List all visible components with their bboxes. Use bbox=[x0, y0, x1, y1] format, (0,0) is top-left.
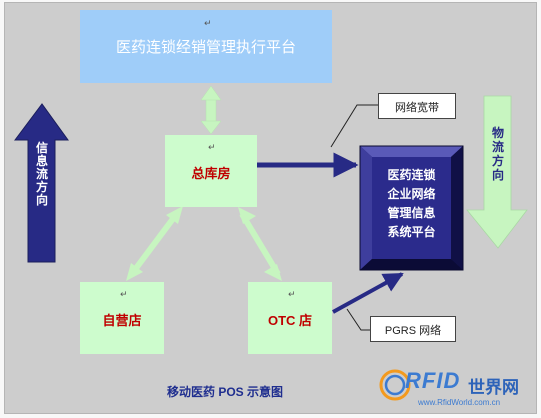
material-flow-char: 物 bbox=[491, 126, 504, 140]
callout-leader-broadband bbox=[330, 104, 378, 148]
otc-store-label: OTC 店 bbox=[267, 313, 313, 328]
callout-gprs: PGRS 网络 bbox=[370, 316, 456, 342]
erp-label: 医药连锁 企业网络 管理信息 系统平台 bbox=[372, 166, 451, 242]
rfid-logo-url: www.RfidWorld.com.cn bbox=[418, 398, 501, 407]
info-flow-label: 信 息 流 方 向 bbox=[33, 142, 51, 207]
material-flow-arrow bbox=[466, 95, 528, 249]
arrow-platform-hq bbox=[200, 85, 222, 135]
material-flow-char: 方 bbox=[491, 154, 504, 168]
otc-store-node: ↵ OTC 店 bbox=[248, 282, 332, 354]
diagram-caption: 移动医药 POS 示意图 bbox=[166, 385, 283, 399]
callout-gprs-label: PGRS 网络 bbox=[384, 325, 442, 337]
rfid-logo-letters: RFID bbox=[405, 368, 461, 393]
callout-broadband: 网络宽带 bbox=[378, 93, 456, 119]
erp-label-line: 医药连锁 bbox=[387, 168, 436, 182]
arrow-hq-self-store bbox=[126, 206, 183, 281]
platform-label: 医药连锁经销管理执行平台 bbox=[115, 39, 296, 56]
info-flow-char: 向 bbox=[35, 193, 48, 207]
info-flow-arrow bbox=[14, 103, 69, 263]
platform-box: ↵ 医药连锁经销管理执行平台 bbox=[80, 10, 332, 83]
rfid-logo-brand: 世界网 bbox=[468, 378, 519, 397]
erp-platform-box bbox=[359, 145, 464, 271]
para-mark: ↵ bbox=[208, 143, 216, 153]
erp-label-line: 系统平台 bbox=[387, 225, 436, 239]
arrow-otc-to-erp bbox=[332, 272, 404, 314]
para-mark: ↵ bbox=[120, 290, 128, 300]
material-flow-char: 流 bbox=[491, 140, 504, 154]
info-flow-char: 方 bbox=[35, 180, 48, 194]
arrow-hq-otc-store bbox=[238, 207, 282, 281]
erp-label-line: 管理信息 bbox=[387, 206, 436, 220]
hq-label: 总库房 bbox=[191, 166, 231, 181]
self-store-node: ↵ 自营店 bbox=[80, 282, 164, 354]
info-flow-char: 流 bbox=[35, 167, 48, 181]
material-flow-char: 向 bbox=[491, 168, 504, 182]
self-store-label: 自营店 bbox=[102, 313, 142, 328]
hq-node: ↵ 总库房 bbox=[165, 135, 257, 207]
callout-leader-gprs bbox=[346, 308, 370, 331]
info-flow-char: 信 bbox=[35, 141, 48, 155]
erp-label-line: 企业网络 bbox=[387, 187, 436, 201]
rfid-logo-mark bbox=[379, 369, 411, 401]
para-mark: ↵ bbox=[204, 19, 212, 29]
material-flow-label: 物 流 方 向 bbox=[489, 126, 507, 182]
callout-broadband-label: 网络宽带 bbox=[395, 102, 439, 114]
info-flow-char: 息 bbox=[35, 154, 48, 168]
para-mark: ↵ bbox=[288, 290, 296, 300]
